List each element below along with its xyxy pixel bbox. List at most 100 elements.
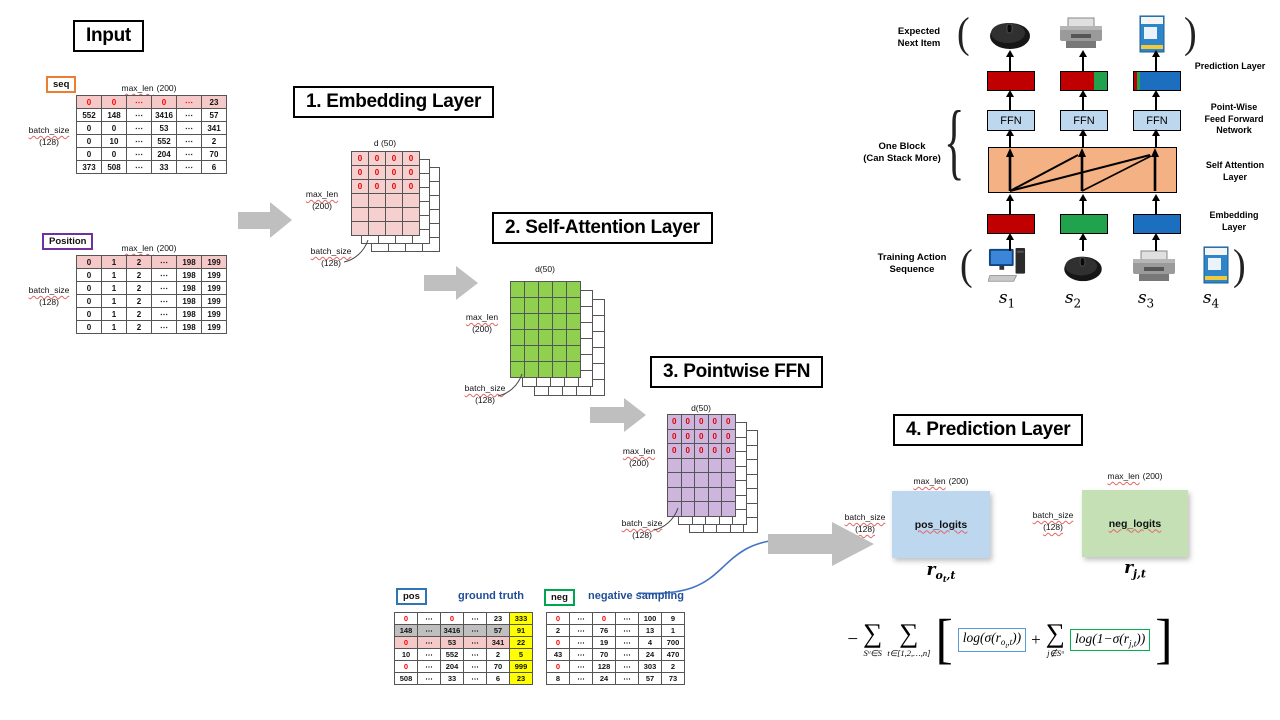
embedding-layer-label: Embedding Layer bbox=[1209, 210, 1259, 232]
ffn-maxlen-label: max_len (200) bbox=[622, 446, 656, 468]
grid-cell bbox=[511, 330, 524, 345]
prediction-title: 4. Prediction Layer bbox=[893, 414, 1084, 446]
table-cell: 0 bbox=[76, 281, 102, 295]
s1-label: s1 bbox=[998, 288, 1016, 311]
table-cell: 0 bbox=[76, 320, 102, 334]
table-cell: 2 bbox=[126, 294, 152, 308]
ffn-d-label: d(50) bbox=[691, 403, 711, 413]
table-cell: ⋯ bbox=[126, 160, 152, 174]
table-cell: ⋯ bbox=[569, 636, 593, 649]
grid-cell: 0 bbox=[668, 444, 681, 458]
grid-cell: 0 bbox=[369, 152, 385, 165]
table-cell: ⋯ bbox=[417, 612, 441, 625]
grid-cell bbox=[369, 208, 385, 221]
table-cell: 198 bbox=[176, 294, 202, 308]
table-cell: 2 bbox=[546, 624, 570, 637]
prediction-bar-2 bbox=[1060, 71, 1108, 91]
up-arrow bbox=[1005, 90, 1016, 110]
grid-cell bbox=[386, 194, 402, 207]
table-cell: ⋯ bbox=[126, 134, 152, 148]
grid-cell: 0 bbox=[386, 180, 402, 193]
grid-cell: 0 bbox=[668, 429, 681, 443]
embedding-bar-2 bbox=[1060, 214, 1108, 234]
grid-cell: 0 bbox=[668, 415, 681, 429]
grid-cell: 0 bbox=[352, 152, 368, 165]
bar-segment bbox=[988, 215, 1034, 233]
ffn-box-3: FFN bbox=[1133, 110, 1181, 131]
neg-tag: neg bbox=[544, 589, 575, 606]
grid-cell: 0 bbox=[695, 415, 708, 429]
position-tag: Position bbox=[42, 233, 94, 250]
grid-cell bbox=[525, 346, 538, 361]
table-cell: ⋯ bbox=[615, 672, 639, 685]
prediction-bar-3 bbox=[1133, 71, 1181, 91]
flow-arrow bbox=[590, 398, 646, 433]
grid-cell: 0 bbox=[695, 444, 708, 458]
grid-cell: 0 bbox=[352, 166, 368, 179]
embedding-batch-hook bbox=[343, 239, 369, 263]
grid-cell bbox=[567, 362, 580, 377]
grid-cell bbox=[722, 487, 735, 501]
table-cell: 2 bbox=[486, 648, 510, 661]
attention-connections bbox=[1006, 148, 1159, 192]
table-cell: 148 bbox=[394, 624, 418, 637]
table-cell: ⋯ bbox=[151, 307, 177, 321]
table-cell: 70 bbox=[486, 660, 510, 673]
grid-cell bbox=[567, 330, 580, 345]
table-cell: 1 bbox=[101, 255, 127, 269]
grid-cell bbox=[681, 502, 694, 516]
grid-cell bbox=[539, 282, 552, 297]
table-cell: 53 bbox=[151, 121, 177, 135]
table-cell: 3416 bbox=[151, 108, 177, 122]
table-cell: 9 bbox=[661, 612, 685, 625]
table-cell: ⋯ bbox=[417, 660, 441, 673]
bar-segment bbox=[1061, 215, 1107, 233]
grid-cell bbox=[579, 307, 592, 322]
expected-next-item-label: Expected Next Item bbox=[897, 26, 941, 50]
up-arrow bbox=[1005, 50, 1016, 71]
grid-cell bbox=[525, 362, 538, 377]
training-bracket-open: ( bbox=[960, 240, 973, 290]
table-cell: ⋯ bbox=[126, 121, 152, 135]
grid-cell: 0 bbox=[386, 166, 402, 179]
table-cell: ⋯ bbox=[151, 294, 177, 308]
bar-segment bbox=[1139, 72, 1180, 90]
table-cell: 0 bbox=[592, 612, 616, 625]
embedding-d-label: d (50) bbox=[373, 138, 397, 148]
grid-cell bbox=[525, 314, 538, 329]
table-cell: 199 bbox=[201, 320, 227, 334]
formula-minus: − bbox=[847, 629, 859, 650]
table-cell: 0 bbox=[394, 612, 418, 625]
table-cell: ⋯ bbox=[615, 648, 639, 661]
table-cell: 10 bbox=[101, 134, 127, 148]
table-cell: 70 bbox=[201, 147, 227, 161]
formula-plus: + bbox=[1031, 630, 1041, 649]
table-cell: 76 bbox=[592, 624, 616, 637]
table-cell: 333 bbox=[509, 612, 533, 625]
table-cell: 0 bbox=[101, 147, 127, 161]
pos-maxlen-label: max_len(200) bbox=[913, 476, 969, 486]
tables-to-prediction-curve bbox=[637, 539, 778, 595]
grid-cell bbox=[744, 518, 757, 532]
formula-bracket-open: [ bbox=[935, 609, 953, 670]
grid-cell: 0 bbox=[695, 429, 708, 443]
grid-cell: 0 bbox=[708, 429, 721, 443]
up-arrow bbox=[1151, 194, 1162, 214]
paper-ream-icon bbox=[1203, 246, 1229, 284]
formula-bracket-close: ] bbox=[1155, 609, 1173, 670]
table-cell: ⋯ bbox=[569, 672, 593, 685]
table-cell: ⋯ bbox=[151, 268, 177, 282]
grid-cell: 0 bbox=[722, 415, 735, 429]
grid-cell bbox=[567, 282, 580, 297]
grid-cell bbox=[567, 298, 580, 313]
grid-cell bbox=[567, 346, 580, 361]
self-attention-label: Self Attention Layer bbox=[1205, 160, 1265, 182]
prediction-bar-1 bbox=[987, 71, 1035, 91]
up-arrow bbox=[1151, 50, 1162, 71]
grid-cell bbox=[744, 431, 757, 445]
grid-cell: 0 bbox=[403, 180, 419, 193]
grid-cell bbox=[695, 487, 708, 501]
table-cell: 43 bbox=[546, 648, 570, 661]
